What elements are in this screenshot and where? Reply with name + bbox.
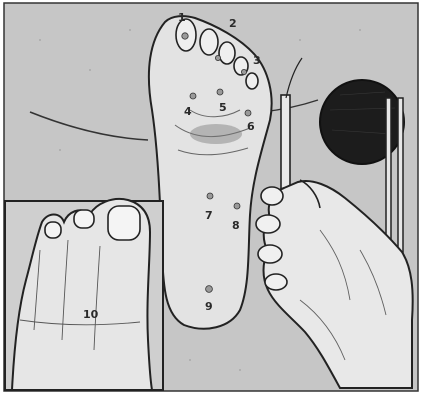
point-label-7: 7 — [205, 210, 213, 221]
pressure-point-9 — [206, 286, 213, 293]
finger-4 — [265, 274, 287, 290]
little-toe — [246, 73, 258, 89]
pressure-point-7 — [207, 193, 213, 199]
point-label-3: 3 — [253, 55, 261, 66]
finger-2 — [256, 215, 280, 233]
point-label-8: 8 — [232, 220, 240, 231]
point-label-4: 4 — [184, 106, 192, 117]
third-toe — [219, 42, 235, 64]
second-toe — [200, 29, 218, 55]
point-label-9: 9 — [205, 301, 213, 312]
point-label-1: 1 — [178, 12, 186, 23]
pressure-point-4 — [190, 93, 196, 99]
pressure-point-1 — [182, 33, 188, 39]
pressure-point-2 — [215, 55, 220, 60]
finger-1 — [261, 187, 283, 205]
pressure-point-6 — [245, 110, 251, 116]
point-label-2: 2 — [229, 18, 237, 29]
third-toenail — [45, 222, 61, 238]
point-label-6: 6 — [247, 121, 255, 132]
point-label-5: 5 — [219, 102, 227, 113]
finger-3 — [258, 245, 282, 263]
pressure-point-8 — [234, 203, 240, 209]
big-toenail — [108, 206, 140, 240]
pressure-point-5 — [217, 89, 223, 95]
second-toenail — [74, 210, 94, 228]
point-label-10: 10 — [83, 309, 98, 320]
ball-of-foot-shadow — [190, 124, 242, 144]
pressure-point-3 — [241, 69, 246, 74]
